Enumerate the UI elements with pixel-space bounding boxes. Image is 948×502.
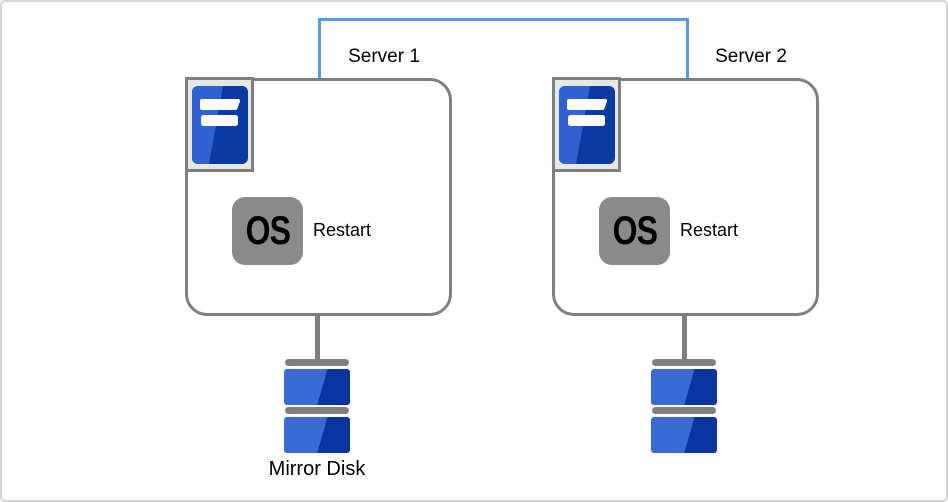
os-icon-label: OS (245, 209, 290, 253)
restart-label: Restart (313, 220, 372, 240)
disk-platter (651, 417, 717, 453)
stacked-disk-icon (651, 359, 717, 455)
disk-cap (652, 359, 716, 366)
disk-cap (652, 407, 716, 414)
tower-server-icon-svg (558, 85, 615, 164)
restart-label: Restart (680, 220, 739, 240)
disk-platter (651, 369, 717, 405)
os-icon: OS (599, 197, 670, 265)
mirror-disk-label: Mirror Disk (268, 458, 366, 480)
os-icon-label: OS (612, 209, 657, 253)
tower-server-icon (552, 77, 621, 172)
interconnect-link-line (318, 18, 689, 79)
disk-connector-line (315, 314, 320, 362)
tower-server-icon-svg (191, 85, 248, 164)
disk-platter (284, 417, 350, 453)
os-icon: OS (232, 197, 303, 265)
disk-connector-line (682, 314, 687, 362)
disk-cap (285, 359, 349, 366)
server-2-title: Server 2 (715, 46, 787, 67)
server-1-title: Server 1 (348, 46, 420, 67)
tower-server-icon (185, 77, 254, 172)
server-1-box (185, 78, 452, 316)
disk-cap (285, 407, 349, 414)
disk-platter (284, 369, 350, 405)
stacked-disk-icon (284, 359, 350, 455)
